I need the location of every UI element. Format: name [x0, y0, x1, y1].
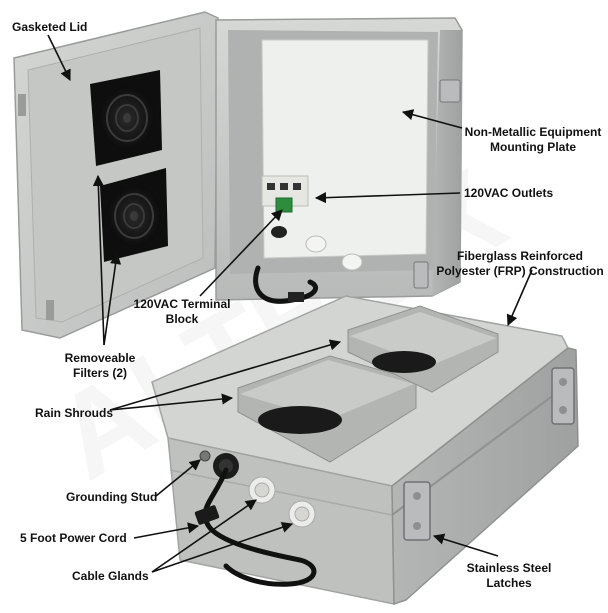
cable-gland-1	[248, 476, 276, 504]
arrow-outlets	[314, 192, 461, 204]
cable-gland-power	[213, 453, 239, 479]
label-filters-line2: Filters (2)	[72, 366, 127, 380]
terminal-block	[275, 197, 293, 213]
arrow-filter-upper	[92, 174, 105, 346]
arrow-mounting-plate	[401, 109, 463, 129]
arrow-rain-shroud-front	[109, 393, 234, 411]
lid-fan-lower	[100, 168, 168, 262]
arrow-gasketed-lid	[47, 34, 71, 82]
arrow-cable-gland-1	[151, 499, 257, 573]
open-enclosure	[13, 11, 463, 339]
mounting-plate	[261, 39, 429, 259]
grounding-stud	[199, 450, 211, 462]
label-filters: Removeable Filters (2)	[40, 351, 160, 381]
label-outlets: 120VAC Outlets	[464, 186, 554, 200]
cable-gland-2	[288, 500, 316, 528]
arrow-power-cord	[133, 522, 200, 539]
label-latches-line2: Latches	[486, 576, 532, 590]
latch	[439, 79, 461, 103]
label-terminal-block-line2: Block	[165, 312, 199, 326]
label-frp: Fiberglass Reinforced Polyester (FRP) Co…	[432, 249, 608, 279]
arrow-cable-gland-2	[151, 521, 294, 573]
plug	[288, 292, 304, 302]
label-mounting-plate-line2: Mounting Plate	[490, 140, 576, 154]
label-terminal-block-line1: 120VAC Terminal	[133, 297, 231, 311]
latch-side	[551, 367, 575, 425]
label-power-cord: 5 Foot Power Cord	[20, 531, 127, 545]
inner-gland	[271, 226, 287, 238]
callout-arrows	[47, 34, 533, 573]
lid-hinge	[46, 300, 54, 320]
rain-shroud-front	[237, 355, 417, 463]
rain-shroud-rear	[347, 305, 499, 393]
arrow-filter-lower	[103, 252, 122, 346]
label-terminal-block: 120VAC Terminal Block	[122, 297, 242, 327]
label-latches: Stainless Steel Latches	[454, 561, 564, 591]
label-mounting-plate: Non-Metallic Equipment Mounting Plate	[458, 125, 608, 155]
knockout-plug	[305, 235, 327, 253]
arrow-grounding-stud	[155, 459, 201, 497]
label-frp-line1: Fiberglass Reinforced	[456, 249, 584, 263]
arrow-terminal-block	[199, 209, 283, 297]
latch-front	[403, 481, 431, 541]
latch	[413, 261, 429, 289]
lid-fan-upper	[90, 70, 162, 166]
label-latches-line1: Stainless Steel	[466, 561, 552, 575]
label-filters-line1: Removeable	[64, 351, 136, 365]
label-gasketed-lid: Gasketed Lid	[12, 20, 88, 34]
closed-enclosure	[151, 295, 579, 606]
arrow-rain-shroud-rear	[109, 339, 342, 411]
label-mounting-plate-line1: Non-Metallic Equipment	[464, 125, 602, 139]
lid-hinge	[18, 94, 26, 116]
knockout-plug	[341, 253, 363, 271]
arrow-frp	[506, 269, 533, 327]
label-frp-line2: Polyester (FRP) Construction	[436, 264, 604, 278]
label-rain-shrouds: Rain Shrouds	[35, 406, 114, 420]
label-grounding-stud: Grounding Stud	[66, 490, 158, 504]
label-cable-glands: Cable Glands	[72, 569, 149, 583]
arrow-latches	[432, 533, 499, 557]
power-plug	[194, 505, 220, 525]
